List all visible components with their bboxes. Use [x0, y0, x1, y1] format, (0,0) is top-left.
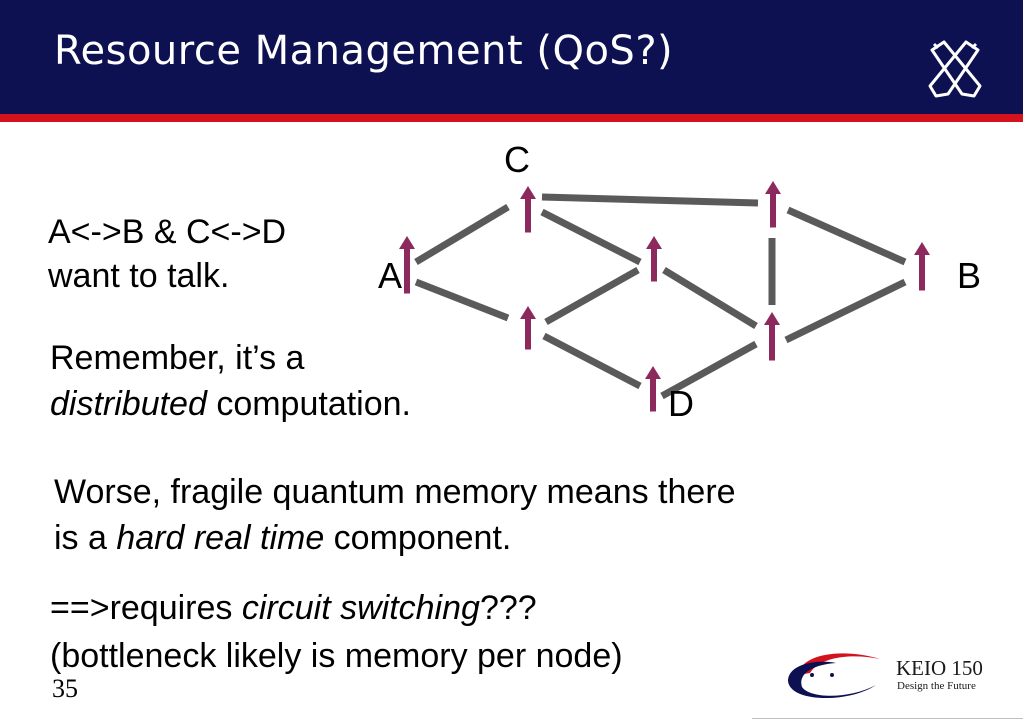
qubit-node-c	[520, 186, 536, 234]
slide-title: Resource Management (QoS?)	[54, 28, 674, 74]
intro-line-2: want to talk.	[48, 257, 230, 295]
worse-line-2: is a hard real time component.	[54, 516, 511, 560]
slide-number: 35	[52, 674, 78, 703]
link-c-top-right	[541, 193, 759, 207]
qubit-node-mid3	[764, 312, 780, 362]
node-label-b: B	[957, 255, 982, 296]
link-a-c	[414, 203, 510, 266]
title-bar: Resource Management (QoS?)	[0, 0, 1023, 114]
worse-line-2-pre: is a	[54, 519, 117, 557]
header-accent-stripe	[0, 114, 1023, 122]
link-mid3-b	[784, 278, 907, 344]
link-mid2-mid3	[662, 267, 758, 329]
qubit-node-top-right	[765, 181, 781, 229]
requires-post: ???	[479, 589, 537, 627]
distributed-emphasis: distributed	[50, 385, 207, 423]
link-c-mid2	[540, 208, 642, 266]
node-label-c: C	[504, 139, 530, 180]
crossed-pens-logo-icon	[928, 40, 982, 98]
remember-line-2: distributed computation.	[50, 382, 411, 426]
remember-line-1: Remember, it’s a	[50, 339, 305, 377]
worse-line-2-post: component.	[324, 519, 512, 557]
requires-line-2: (bottleneck likely is memory per node)	[50, 637, 623, 675]
link-mid1-d	[542, 332, 642, 390]
footer-rule	[752, 718, 1023, 719]
node-label-a: A	[378, 255, 403, 296]
worse-line-1: Worse, fragile quantum memory means ther…	[54, 473, 736, 511]
qubit-markers	[399, 181, 930, 413]
qubit-node-b	[914, 242, 930, 292]
link-mid1-mid2	[544, 266, 640, 326]
intro-line-1: A<->B & C<->D	[48, 213, 287, 251]
keio-swoosh-logo-icon	[788, 653, 880, 699]
keio-tagline: Design the Future	[897, 680, 976, 692]
link-top-right-b	[786, 206, 907, 266]
requires-pre: ==>requires	[50, 589, 242, 627]
circuit-switching-emphasis: circuit switching	[241, 589, 480, 627]
qubit-node-a	[399, 236, 415, 295]
link-a-mid1	[414, 278, 510, 322]
hard-real-time-emphasis: hard real time	[116, 519, 325, 557]
network-links	[414, 193, 907, 400]
requires-line-1: ==>requires circuit switching???	[50, 586, 537, 630]
qubit-node-mid2	[646, 236, 662, 283]
link-d-mid3	[660, 340, 758, 400]
remember-line-2-rest: computation.	[206, 385, 411, 423]
node-label-d: D	[668, 383, 694, 424]
qubit-node-d	[645, 366, 661, 413]
qubit-node-mid1	[520, 306, 536, 351]
keio-name: KEIO 150	[896, 656, 983, 680]
